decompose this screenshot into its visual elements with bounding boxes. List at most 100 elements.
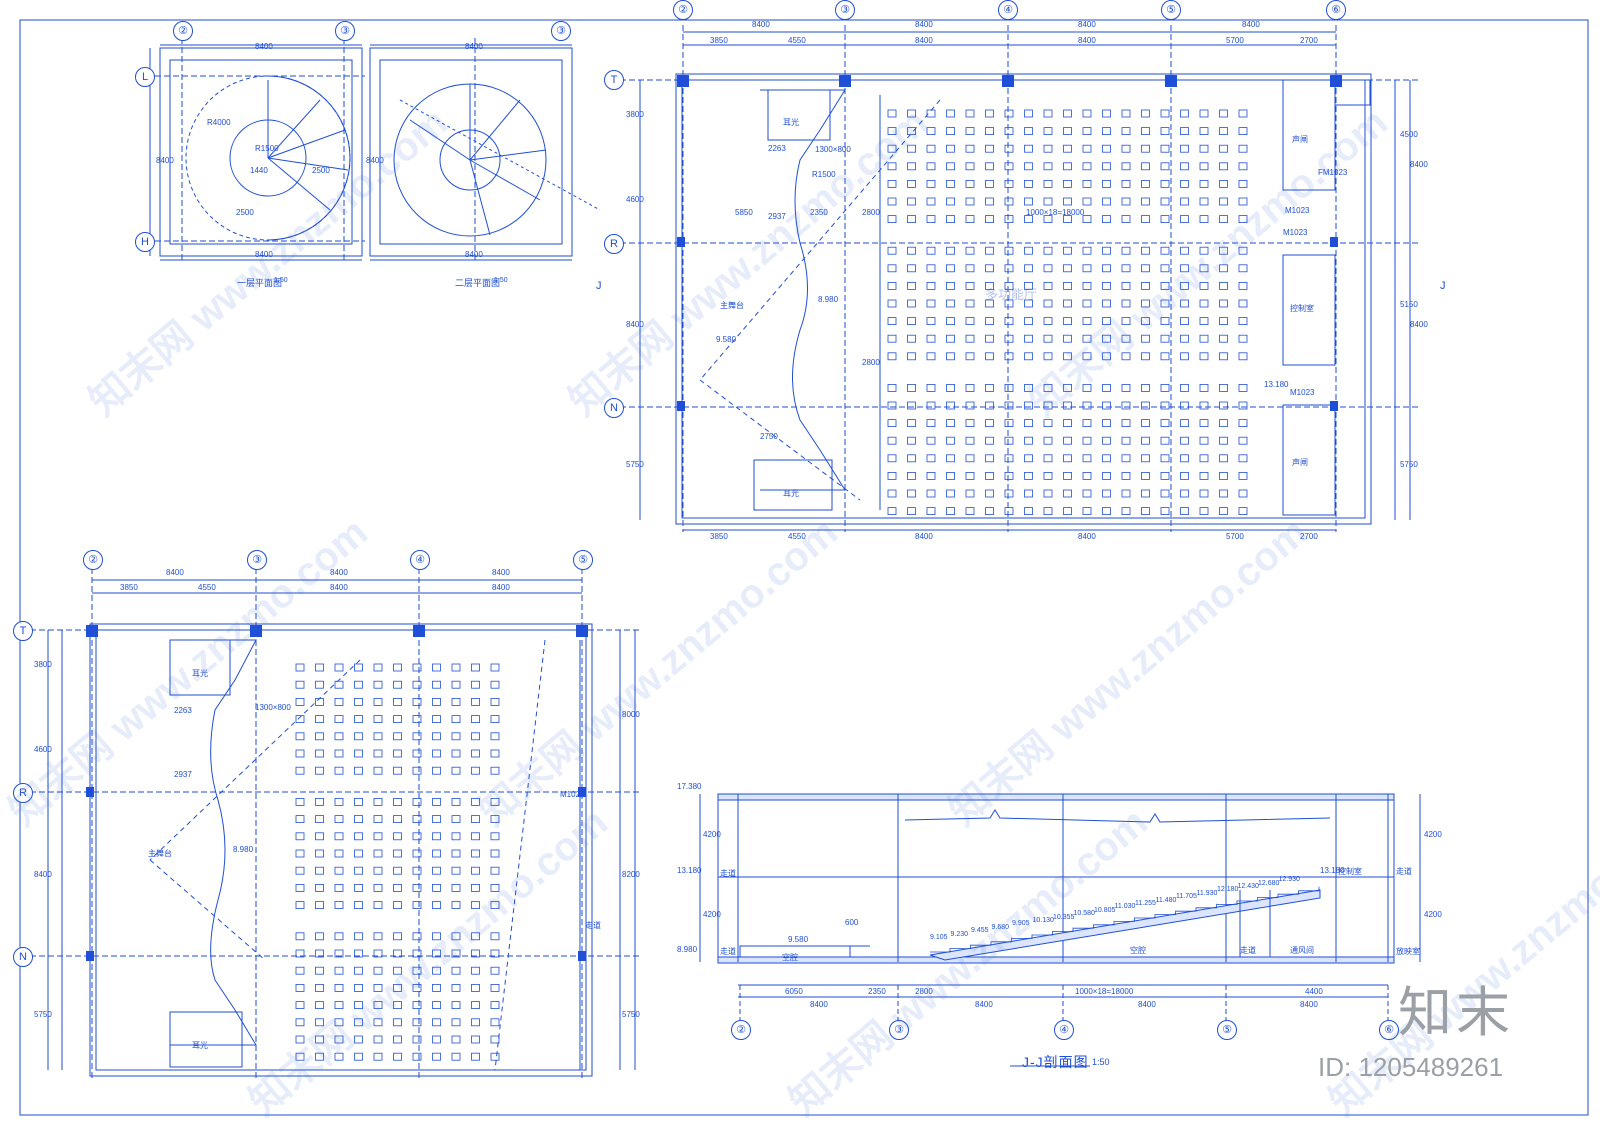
seat [471,984,480,992]
seat [946,507,955,516]
seat [295,949,305,958]
seat [490,866,500,875]
seat [393,949,402,958]
seat [471,949,480,958]
seat [354,849,363,858]
seat [887,317,897,326]
seat [1141,215,1150,224]
seat [1219,454,1228,463]
seat [1160,489,1170,498]
seat [965,489,975,498]
dim-label: 2750 [760,432,778,441]
plan1-scale: 1:50 [274,277,288,284]
seat [1180,127,1189,135]
seat [946,471,955,480]
dim-label: 8400 [1300,1000,1318,1009]
seat [887,352,897,361]
seat [1199,264,1209,273]
seat [1102,383,1111,392]
seat [334,1001,344,1009]
seat-run-label: 1000×18=18000 [1026,208,1085,217]
seat [985,109,994,118]
seat [393,663,402,672]
seat [1043,144,1053,153]
seat [1043,352,1053,361]
seat [471,732,480,741]
seat [1121,383,1131,392]
seat [1199,197,1209,206]
seat [887,334,897,343]
seat [946,383,955,392]
seat [1102,179,1111,188]
dim-label: 6050 [785,987,803,996]
dim-label: 3850 [710,36,728,45]
seat [1121,454,1131,463]
seat [1024,197,1033,206]
seat [1180,401,1189,410]
seat [1141,162,1150,171]
seat [965,352,975,361]
seat [315,884,324,892]
radius-label: R1500 [812,170,836,179]
grid-bubble-5: ⑤ [1161,0,1181,20]
seat [1082,299,1092,308]
seat [1004,352,1014,361]
seat [1082,352,1092,361]
seat [946,215,955,224]
seat [1082,127,1092,135]
seat [1199,454,1209,463]
seat [1219,299,1228,308]
seat [1160,197,1170,206]
seat [1160,419,1170,428]
seat [1180,352,1189,361]
seat [887,162,897,171]
seat [1004,383,1014,392]
seat [1102,197,1111,206]
room-label: 控制室 [1338,867,1362,876]
dim-label: 5750 [1400,460,1418,469]
seat [887,144,897,153]
seat [1004,317,1014,326]
seat [393,984,402,992]
seat [946,246,955,255]
rake-elevation-label: 12.180 [1217,886,1239,894]
seat [1004,179,1014,188]
grid-bubble-sec-5: ⑤ [1217,1020,1237,1040]
elevation-label: 8.980 [677,945,698,954]
seat [373,984,383,992]
seat [451,884,461,892]
seat [1102,162,1111,171]
dim-label: 2937 [768,212,786,221]
seat [295,966,305,975]
seat [946,352,955,361]
seat [1063,401,1072,410]
section-scale: 1:50 [1092,1057,1110,1067]
seat [412,932,422,941]
seat [1102,127,1111,135]
seat [1004,299,1014,308]
seat [1180,507,1189,516]
rake-elevation-label: 10.805 [1094,906,1116,914]
seat [1238,109,1248,118]
grid-bubble-R: R [604,234,624,254]
seat [985,401,994,410]
stair-plan-2 [369,38,601,261]
seat [315,1001,324,1009]
seat [334,732,344,741]
dim-label: 8400 [366,156,384,165]
seat [354,1035,363,1044]
seat [946,144,955,153]
seat [412,984,422,992]
seat [295,884,305,892]
room-label: 空腔 [1130,946,1146,955]
seat [926,127,936,135]
seat [1219,127,1228,135]
seat [315,1018,324,1027]
dim-label: 8400 [915,20,933,29]
seat [393,680,402,689]
seat [1024,507,1033,516]
seat [1238,454,1248,463]
seat [926,334,936,343]
seat [1238,144,1248,153]
seat [1199,334,1209,343]
